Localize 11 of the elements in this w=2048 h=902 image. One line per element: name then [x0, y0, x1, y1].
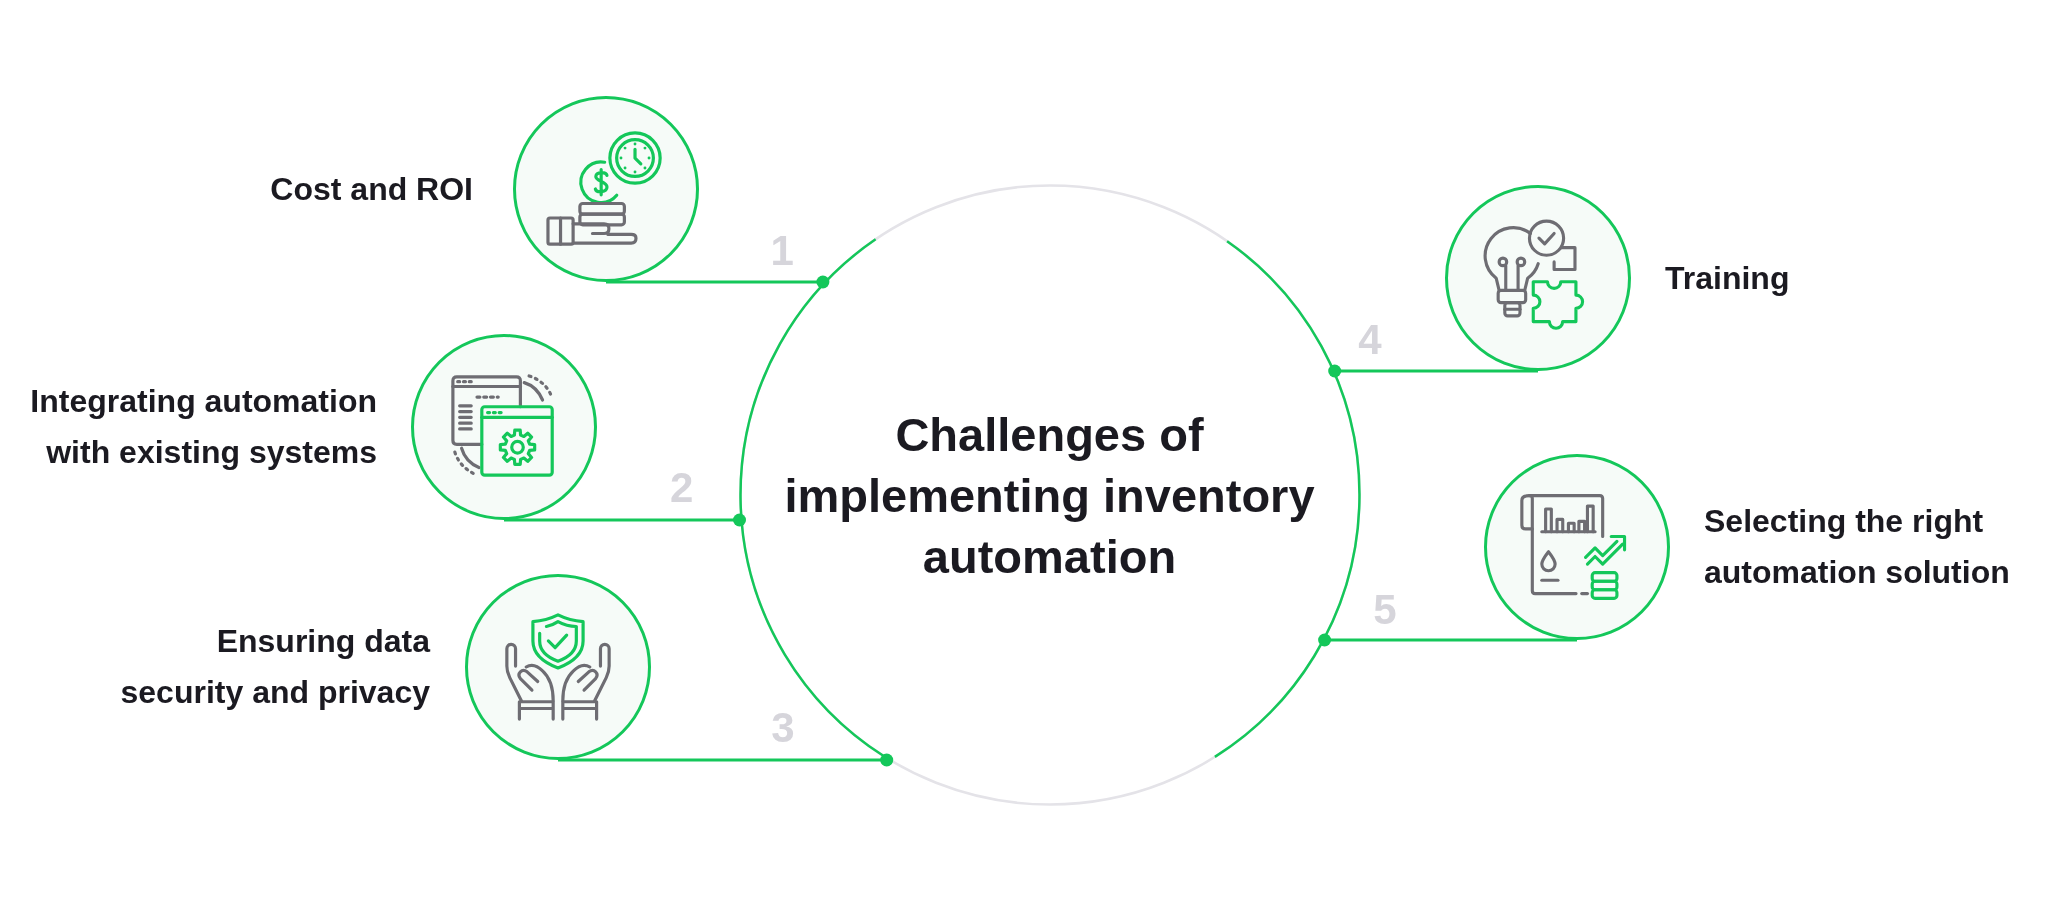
connector-line [558, 753, 894, 767]
challenge-label: Ensuring data security and privacy [119, 622, 430, 712]
center-heading: Challenges of implementing inventory automation [783, 406, 1316, 585]
connector-line [1318, 633, 1577, 647]
challenge-label: Integrating automation with existing systems [29, 382, 377, 472]
challenge-label: Selecting the right automation solution [1704, 502, 2011, 592]
connector-line [1328, 364, 1538, 378]
connector-line [504, 513, 746, 527]
connector-line [606, 275, 830, 289]
challenge-label: Cost and ROI [269, 169, 473, 209]
challenge-label: Training [1665, 258, 1791, 298]
